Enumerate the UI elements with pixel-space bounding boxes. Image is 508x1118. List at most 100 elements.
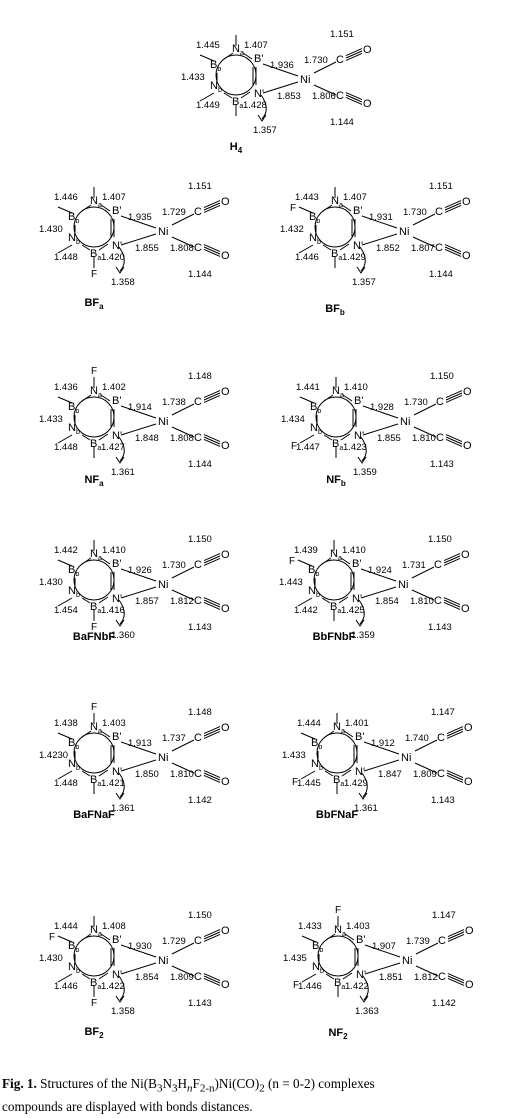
atom-ni: Ni bbox=[401, 752, 411, 764]
atom-c2: C bbox=[435, 242, 443, 254]
arrow-curve bbox=[260, 94, 267, 120]
dist-bb-nb: 1.443 bbox=[279, 577, 303, 588]
dist-bp-ni: 1.912 bbox=[371, 738, 395, 749]
dist-na-bp: 1.407 bbox=[244, 40, 268, 51]
co1-bond-line-2 bbox=[444, 204, 462, 213]
nb-substituent bbox=[297, 597, 313, 607]
caption-line-2: compounds are displayed with bonds dista… bbox=[2, 1098, 253, 1114]
dist-ni-c1: 1.731 bbox=[402, 560, 426, 571]
na-fluorine: F bbox=[335, 905, 341, 916]
atom-c1: C bbox=[438, 935, 446, 947]
arrow-curve bbox=[361, 772, 368, 798]
bond-ba-np bbox=[98, 433, 109, 441]
ring-circle bbox=[73, 206, 115, 248]
dist-bb-na: 1.445 bbox=[196, 40, 220, 51]
atom-o1: O bbox=[465, 925, 474, 937]
dist-ba-np: 1.427 bbox=[101, 442, 125, 453]
compound-name-7: BbFNbF bbox=[313, 631, 356, 643]
bond-ni-c2 bbox=[313, 84, 337, 96]
bb-substituent bbox=[57, 206, 73, 214]
arrow-curve bbox=[360, 436, 367, 462]
atom-ba: Ba bbox=[333, 774, 344, 788]
atom-c1: C bbox=[194, 732, 202, 744]
ba-fluorine: F bbox=[91, 269, 97, 280]
atom-o1: O bbox=[221, 549, 230, 561]
atom-n-prime: N' bbox=[112, 593, 122, 605]
dist-bb-na: 1.442 bbox=[54, 545, 78, 556]
co2-bond-line-1 bbox=[446, 772, 464, 781]
bond-ni-c1 bbox=[171, 566, 195, 579]
atom-n-prime: N' bbox=[355, 766, 365, 778]
co1-bond-line-0 bbox=[203, 553, 221, 562]
atom-ni: Ni bbox=[402, 955, 412, 967]
atom-o2: O bbox=[464, 776, 473, 788]
atom-ni: Ni bbox=[300, 74, 310, 86]
atom-n-prime: N' bbox=[254, 88, 264, 100]
bond-np-ni bbox=[120, 962, 157, 975]
ring-circle bbox=[215, 54, 257, 96]
atom-na: Na bbox=[333, 721, 345, 735]
atom-o1: O bbox=[462, 196, 471, 208]
dist-arrow: 1.361 bbox=[111, 467, 135, 478]
bb-fluorine: F bbox=[49, 932, 55, 943]
dist-bb-na: 1.439 bbox=[294, 545, 318, 556]
dist-nb-ba: 1.448 bbox=[54, 252, 78, 263]
dist-nb-ba: 1.447 bbox=[296, 442, 320, 453]
atom-n-prime: N' bbox=[112, 969, 122, 981]
arrow-head bbox=[355, 619, 365, 627]
compound-name-8: BaFNaF bbox=[73, 809, 115, 821]
dist-np-ni: 1.855 bbox=[135, 243, 159, 254]
dist-na-bp: 1.407 bbox=[102, 192, 126, 203]
arrow-curve bbox=[118, 599, 125, 625]
dist-ni-c1: 1.730 bbox=[403, 207, 427, 218]
dist-bb-nb: 1.433 bbox=[39, 414, 63, 425]
co1-bond-line-1 bbox=[443, 555, 461, 564]
bond-nb-ba bbox=[81, 244, 91, 251]
atom-o1: O bbox=[221, 386, 230, 398]
atom-b-prime: B' bbox=[356, 934, 365, 946]
dist-arrow: 1.357 bbox=[253, 125, 277, 136]
atom-ba: Ba bbox=[232, 96, 243, 110]
atom-na: Na bbox=[334, 924, 346, 938]
bond-np-ni bbox=[120, 586, 157, 599]
dist-na-bp: 1.410 bbox=[102, 545, 126, 556]
co2-bond-line-1 bbox=[345, 94, 363, 103]
atom-o2: O bbox=[465, 979, 474, 991]
atom-c2: C bbox=[336, 90, 344, 102]
co1-bond-line-0 bbox=[345, 48, 363, 57]
co1-bond-line-0 bbox=[203, 390, 221, 399]
bond-bb-na bbox=[324, 730, 335, 738]
bond-np-ni bbox=[363, 759, 400, 772]
dist-ba-np: 1.420 bbox=[101, 252, 125, 263]
dist-bb-na: 1.436 bbox=[54, 382, 78, 393]
atom-ni: Ni bbox=[158, 226, 168, 238]
bond-bb-na bbox=[322, 204, 333, 212]
co1-bond-line-0 bbox=[445, 390, 463, 399]
atom-n-prime: N' bbox=[112, 240, 122, 252]
bond-bb-na bbox=[81, 204, 92, 212]
atom-bb: Bb bbox=[68, 211, 79, 225]
bond-bp-ni bbox=[360, 568, 397, 582]
atom-ni: Ni bbox=[398, 579, 408, 591]
dist-bp-ni: 1.930 bbox=[128, 941, 152, 952]
atom-nb: Nb bbox=[68, 585, 80, 599]
dist-bb-na: 1.433 bbox=[298, 921, 322, 932]
dist-ba-np: 1.429 bbox=[342, 252, 366, 263]
atom-nb: Nb bbox=[68, 422, 80, 436]
nb-fluorine: F bbox=[293, 980, 299, 991]
co2-bond-line-2 bbox=[203, 438, 221, 447]
bond-bb-na bbox=[223, 52, 234, 60]
atom-bb: Bb bbox=[68, 737, 79, 751]
bond-bp-ni bbox=[361, 215, 398, 229]
atom-c2: C bbox=[194, 768, 202, 780]
dist-ni-c2: 1.810 bbox=[412, 433, 436, 444]
arrow-head bbox=[115, 266, 125, 274]
atom-nb: Nb bbox=[308, 585, 320, 599]
dist-nb-ba: 1.449 bbox=[196, 100, 220, 111]
dist-bp-ni: 1.926 bbox=[128, 565, 152, 576]
bond-np-ni bbox=[361, 233, 398, 246]
dist-nb-ba: 1.448 bbox=[54, 778, 78, 789]
bb-substituent bbox=[297, 559, 313, 567]
